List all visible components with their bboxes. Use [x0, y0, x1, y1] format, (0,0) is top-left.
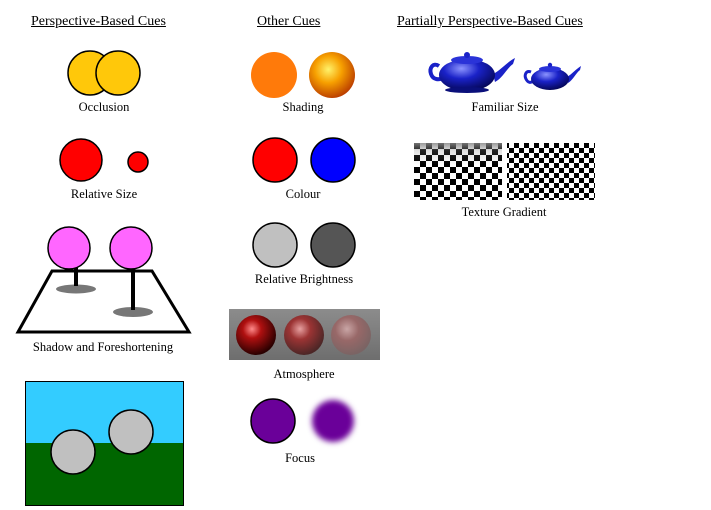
label-relative-size: Relative Size	[70, 187, 138, 201]
small-teapot-icon	[523, 62, 581, 90]
label-colour: Colour	[285, 187, 321, 201]
heading-other-cues: Other Cues	[257, 14, 321, 29]
label-familiar-size: Familiar Size	[471, 100, 539, 114]
relative-brightness-figure	[250, 221, 360, 271]
focus-figure	[246, 394, 364, 450]
label-occlusion: Occlusion	[78, 100, 130, 114]
familiar-size-figure	[427, 48, 585, 96]
label-shadow-foreshortening: Shadow and Foreshortening	[32, 340, 174, 354]
heading-perspective-cues: Perspective-Based Cues	[31, 14, 166, 29]
label-focus: Focus	[285, 451, 315, 465]
large-teapot-icon	[428, 52, 515, 93]
occlusion-figure	[60, 48, 150, 98]
relative-size-figure	[55, 136, 155, 186]
shading-figure	[250, 51, 360, 99]
atmosphere-figure	[229, 309, 380, 360]
label-texture-gradient: Texture Gradient	[461, 205, 547, 219]
landscape-occlusion-figure	[25, 381, 185, 507]
label-shading: Shading	[282, 100, 324, 114]
label-atmosphere: Atmosphere	[273, 367, 335, 381]
heading-partial-cues: Partially Perspective-Based Cues	[397, 14, 583, 29]
colour-figure	[250, 136, 360, 186]
shadow-foreshortening-figure	[14, 222, 194, 337]
texture-gradient-figure	[414, 143, 598, 200]
label-relative-brightness: Relative Brightness	[254, 272, 354, 286]
